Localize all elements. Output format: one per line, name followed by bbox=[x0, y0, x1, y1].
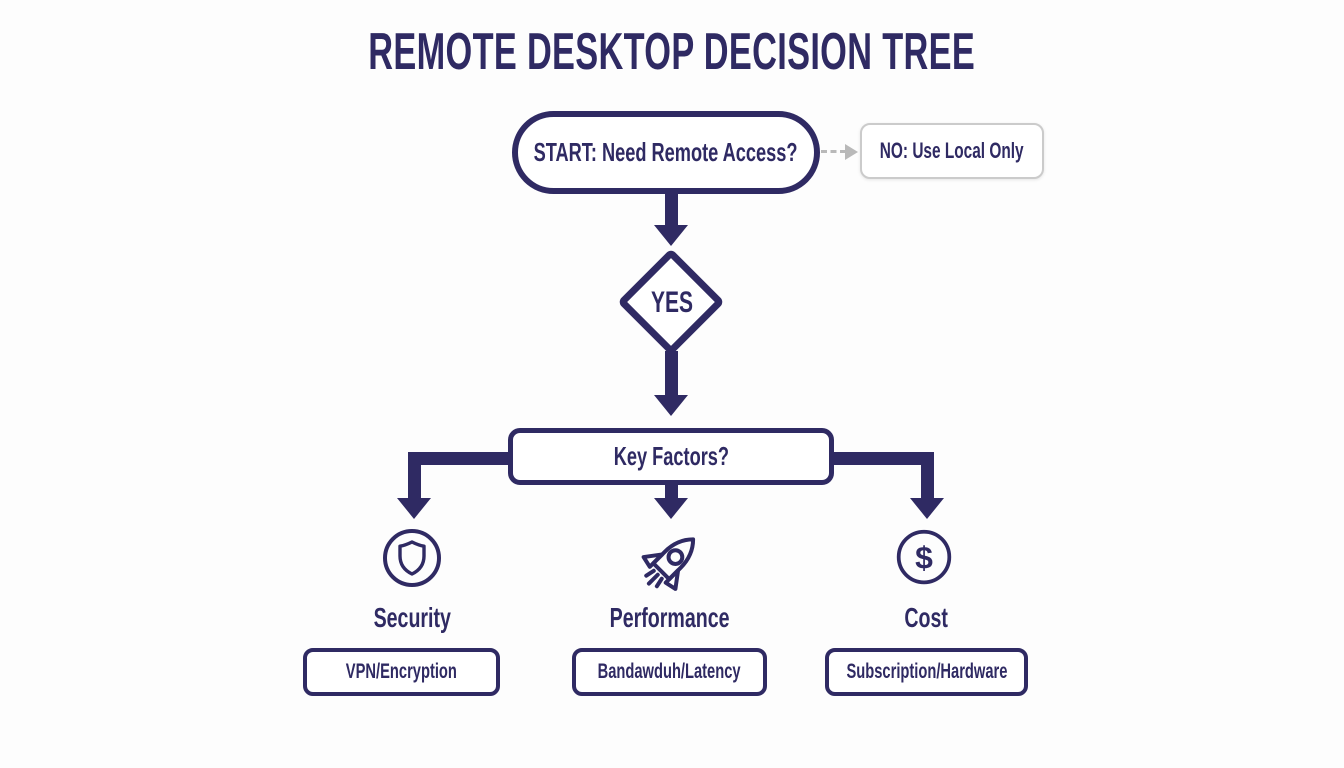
detail-box-cost: Subscription/Hardware bbox=[825, 648, 1028, 696]
no-node-label: NO: Use Local Only bbox=[880, 138, 1024, 163]
branch-center-arrowhead bbox=[654, 498, 688, 519]
no-node: NO: Use Local Only bbox=[860, 123, 1044, 179]
shield-icon bbox=[380, 526, 444, 595]
arrow-start-to-yes-stem bbox=[665, 192, 678, 225]
branch-label-performance: Performance bbox=[610, 602, 730, 633]
start-node: START: Need Remote Access? bbox=[512, 111, 820, 194]
branch-right-hbar bbox=[830, 452, 934, 465]
dashed-arrowhead-icon bbox=[845, 144, 858, 160]
branch-left-hbar bbox=[408, 452, 512, 465]
dashed-connector-line bbox=[821, 150, 846, 153]
rocket-icon bbox=[631, 524, 711, 609]
branch-right-stem bbox=[921, 452, 934, 500]
branch-label-security: Security bbox=[373, 602, 451, 633]
key-factors-node: Key Factors? bbox=[508, 428, 834, 485]
detail-box-performance: Bandawduh/Latency bbox=[572, 648, 767, 696]
arrow-yes-to-factors-stem bbox=[665, 351, 678, 395]
key-factors-label: Key Factors? bbox=[613, 441, 729, 471]
branch-right-arrowhead bbox=[910, 498, 944, 519]
page-title: REMOTE DESKTOP DECISION TREE bbox=[0, 22, 1344, 82]
page-title-text: REMOTE DESKTOP DECISION TREE bbox=[368, 23, 976, 81]
yes-node-label: YES bbox=[650, 286, 694, 319]
branch-left-stem bbox=[408, 452, 421, 500]
start-node-label: START: Need Remote Access? bbox=[534, 137, 798, 167]
branch-left-arrowhead bbox=[397, 498, 431, 519]
dollar-icon: $ bbox=[894, 527, 954, 592]
arrow-yes-to-factors-head bbox=[654, 395, 688, 416]
detail-box-security: VPN/Encryption bbox=[303, 648, 500, 696]
branch-center-stem bbox=[665, 483, 678, 500]
arrow-start-to-yes-head bbox=[654, 225, 688, 246]
branch-label-cost: Cost bbox=[904, 602, 948, 633]
svg-text:$: $ bbox=[915, 539, 933, 575]
